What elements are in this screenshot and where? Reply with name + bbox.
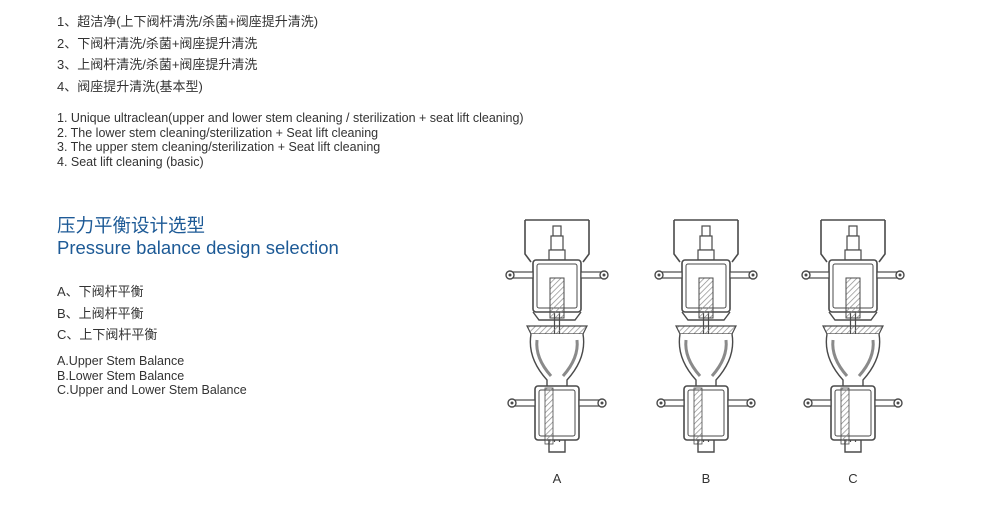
cleaning-option-cn-1: 1、超洁净(上下阀杆清洗/杀菌+阀座提升清洗) — [57, 14, 319, 29]
cleaning-options-cn: 1、超洁净(上下阀杆清洗/杀菌+阀座提升清洗) 2、下阀杆清洗/杀菌+阀座提升清… — [57, 11, 318, 97]
cleaning-options-en: 1. Unique ultraclean(upper and lower ste… — [57, 111, 524, 169]
balance-option-en-a: A.Upper Stem Balance — [57, 354, 185, 368]
balance-option-cn-c: C、上下阀杆平衡 — [57, 327, 158, 342]
balance-option-cn-b: B、上阀杆平衡 — [57, 305, 144, 321]
valve-diagrams: A B C — [504, 218, 906, 486]
cleaning-option-cn-3: 3、上阀杆清洗/杀菌+阀座提升清洗 — [57, 57, 258, 72]
cleaning-option-cn-4: 4、阀座提升清洗(基本型) — [57, 78, 203, 94]
balance-options-en: A.Upper Stem Balance B.Lower Stem Balanc… — [57, 354, 247, 398]
balance-option-cn-a: A、下阀杆平衡 — [57, 284, 144, 299]
section-title-cn: 压力平衡设计选型 — [57, 215, 206, 236]
valve-diagram-a — [504, 218, 610, 454]
valve-diagram-c — [800, 218, 906, 454]
cleaning-option-en-1: 1. Unique ultraclean(upper and lower ste… — [57, 111, 524, 125]
balance-option-en-c: C.Upper and Lower Stem Balance — [57, 383, 247, 397]
valve-label-a: A — [553, 471, 562, 486]
section-title-en: Pressure balance design selection — [57, 237, 339, 258]
cleaning-option-cn-2: 2、下阀杆清洗/杀菌+阀座提升清洗 — [57, 35, 258, 51]
balance-options-cn: A、下阀杆平衡 B、上阀杆平衡 C、上下阀杆平衡 — [57, 281, 157, 346]
balance-option-en-b: B.Lower Stem Balance — [57, 368, 185, 383]
cleaning-option-en-2: 2. The lower stem cleaning/sterilization… — [57, 125, 379, 140]
cleaning-option-en-4: 4. Seat lift cleaning (basic) — [57, 154, 204, 169]
cleaning-option-en-3: 3. The upper stem cleaning/sterilization… — [57, 140, 381, 154]
valve-label-b: B — [702, 471, 711, 486]
valve-label-c: C — [848, 471, 857, 486]
valve-diagram-b — [653, 218, 759, 454]
